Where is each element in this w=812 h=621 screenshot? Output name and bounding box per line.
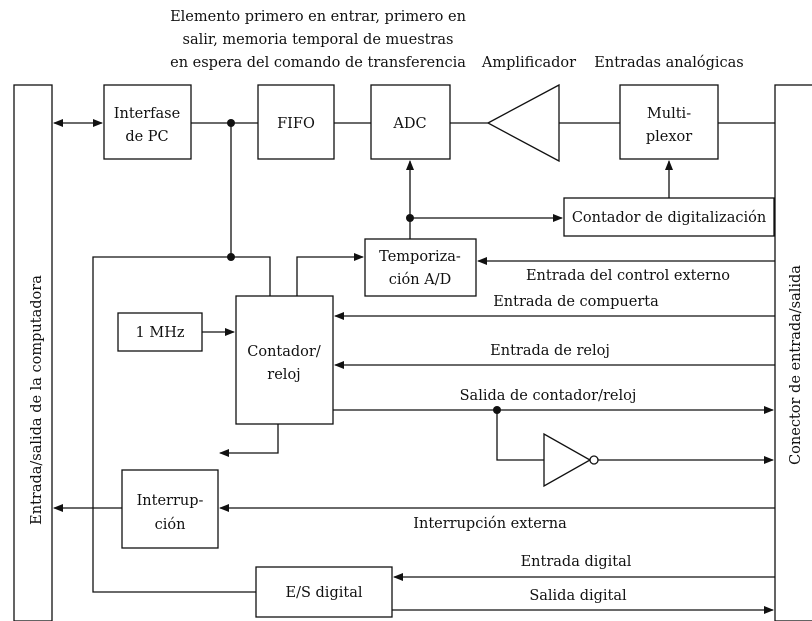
computer-io-bus-label: Entrada/salida de la computadora bbox=[29, 275, 45, 525]
contador-reloj-line1: Contador/ bbox=[247, 344, 321, 360]
adc-block bbox=[370, 84, 451, 160]
amplificador-label: Amplificador bbox=[481, 55, 576, 71]
adc-label: ADC bbox=[392, 116, 426, 132]
multiplexor-line2: plexor bbox=[646, 129, 692, 145]
salida-digital-label: Salida digital bbox=[529, 588, 627, 604]
contador-digitalizacion-label: Contador de digitalización bbox=[572, 210, 766, 226]
salida-contador-label: Salida de contador/reloj bbox=[460, 388, 637, 404]
interrupcion-line1: Interrup- bbox=[137, 493, 204, 509]
interrupcion-block bbox=[121, 469, 219, 549]
fifo-note-line3: en espera del comando de transferencia bbox=[170, 55, 466, 71]
fifo-block bbox=[257, 84, 335, 160]
io-connector-bus-label: Conector de entrada/salida bbox=[788, 265, 804, 465]
inverter-symbol bbox=[543, 432, 592, 488]
interfase-pc-line2: de PC bbox=[125, 129, 168, 145]
control-externo-label: Entrada del control externo bbox=[526, 268, 730, 284]
contador-to-interrupcion-arrow bbox=[219, 424, 279, 457]
interfase-pc-line1: Interfase bbox=[114, 106, 180, 122]
es-digital-label: E/S digital bbox=[286, 585, 363, 601]
fifo-label: FIFO bbox=[277, 116, 315, 132]
entrada-digital-label: Entrada digital bbox=[521, 554, 632, 570]
es-digital-block bbox=[255, 566, 393, 618]
compuerta-label: Entrada de compuerta bbox=[493, 294, 659, 310]
fifo-note-line2: salir, memoria temporal de muestras bbox=[183, 32, 454, 48]
temporizacion-line1: Temporiza- bbox=[379, 249, 461, 265]
temporizacion-line2: ción A/D bbox=[389, 272, 451, 288]
inverter-bubble bbox=[589, 455, 599, 465]
fifo-note-line1: Elemento primero en entrar, primero en bbox=[170, 9, 466, 25]
io-connector-bus bbox=[774, 84, 812, 621]
interfase-pc-block bbox=[103, 84, 192, 160]
reloj-label: Entrada de reloj bbox=[490, 343, 610, 359]
interrupcion-externa-label: Interrupción externa bbox=[413, 516, 567, 532]
contador-to-temporizacion-arrow bbox=[296, 253, 364, 296]
contador-reloj-block bbox=[235, 295, 334, 425]
bus-to-contador-line bbox=[231, 256, 271, 296]
multiplexor-line1: Multi- bbox=[647, 106, 691, 122]
osc-1mhz-block bbox=[117, 312, 203, 352]
amplifier-symbol bbox=[486, 83, 560, 163]
temporizacion-block bbox=[364, 238, 477, 297]
inverter-branch-line bbox=[496, 410, 544, 461]
contador-reloj-line2: reloj bbox=[267, 367, 300, 383]
entradas-analogicas-label: Entradas analógicas bbox=[594, 55, 743, 71]
computer-io-bus bbox=[13, 84, 53, 621]
multiplexor-block bbox=[619, 84, 719, 160]
osc-1mhz-label: 1 MHz bbox=[136, 325, 185, 341]
interrupcion-line2: ción bbox=[155, 517, 186, 533]
digital-io-loop-line bbox=[92, 256, 256, 593]
